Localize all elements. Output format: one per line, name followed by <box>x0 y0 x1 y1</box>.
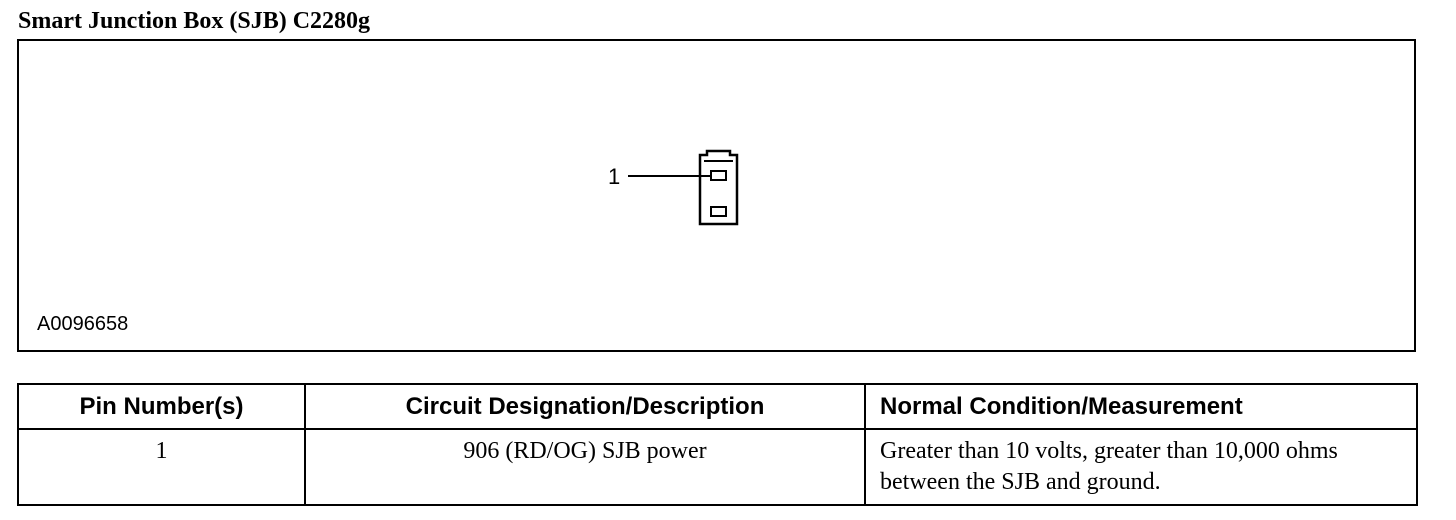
pin-table: Pin Number(s) Circuit Designation/Descri… <box>17 383 1418 506</box>
header-normal-condition: Normal Condition/Measurement <box>864 383 1418 430</box>
header-pin-numbers: Pin Number(s) <box>17 383 306 430</box>
pin-2-cavity <box>710 206 727 217</box>
table-header-row: Pin Number(s) Circuit Designation/Descri… <box>17 383 1418 430</box>
connector-face-icon: 1 <box>608 149 739 226</box>
cell-normal-condition: Greater than 10 volts, greater than 10,0… <box>864 428 1418 506</box>
table-row: 1 906 (RD/OG) SJB power Greater than 10 … <box>17 428 1418 506</box>
page-title: Smart Junction Box (SJB) C2280g <box>18 8 371 34</box>
pin-1-cavity <box>710 170 727 181</box>
header-circuit-designation: Circuit Designation/Description <box>304 383 866 430</box>
cell-circuit-designation: 906 (RD/OG) SJB power <box>304 428 866 506</box>
pin-1-callout-label: 1 <box>608 164 620 189</box>
cell-pin-number: 1 <box>17 428 306 506</box>
connector-diagram: 1 A0096658 <box>17 39 1416 352</box>
connector-outline <box>698 149 739 226</box>
figure-id: A0096658 <box>37 313 129 335</box>
